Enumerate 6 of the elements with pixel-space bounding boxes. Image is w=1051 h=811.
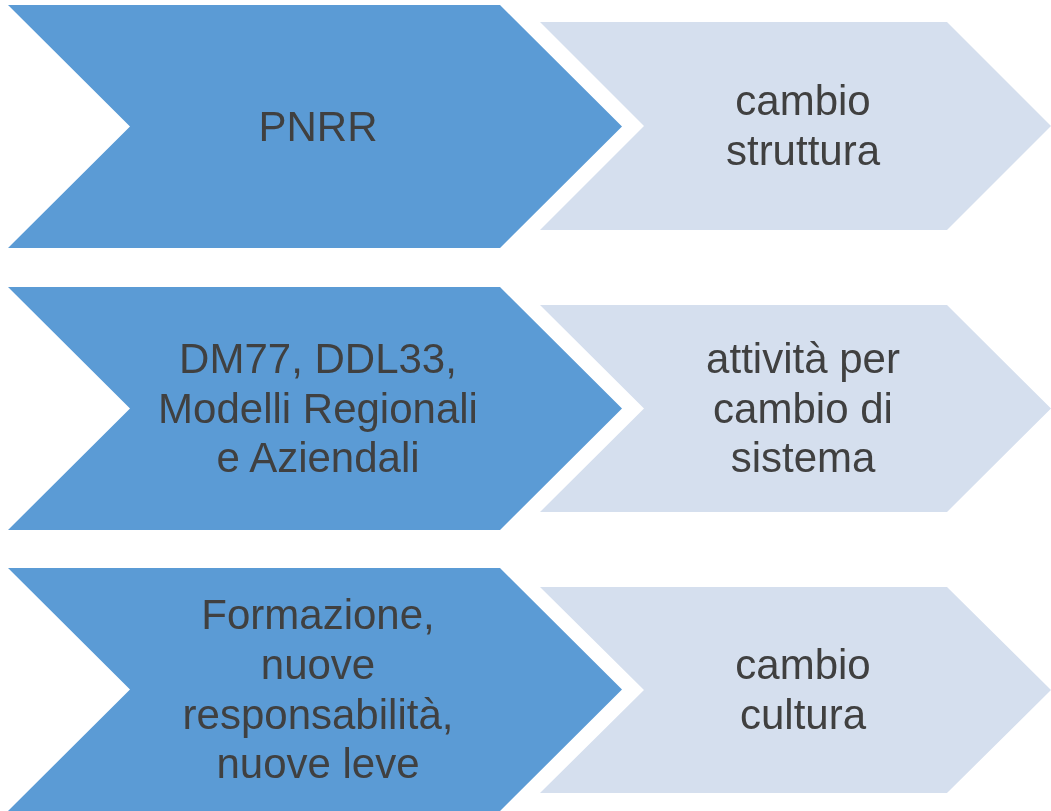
chevron-label: attività per cambio di sistema (705, 334, 901, 483)
chevron-label: PNRR (258, 101, 378, 152)
chevron-label: Formazione, nuove responsabilità, nuove leve (181, 590, 455, 789)
chevron-label: cambio struttura (724, 76, 882, 176)
chevron-label: cambio cultura (734, 640, 872, 740)
chevron-label: DM77, DDL33, Modelli Regionali e Aziendali (157, 334, 479, 483)
